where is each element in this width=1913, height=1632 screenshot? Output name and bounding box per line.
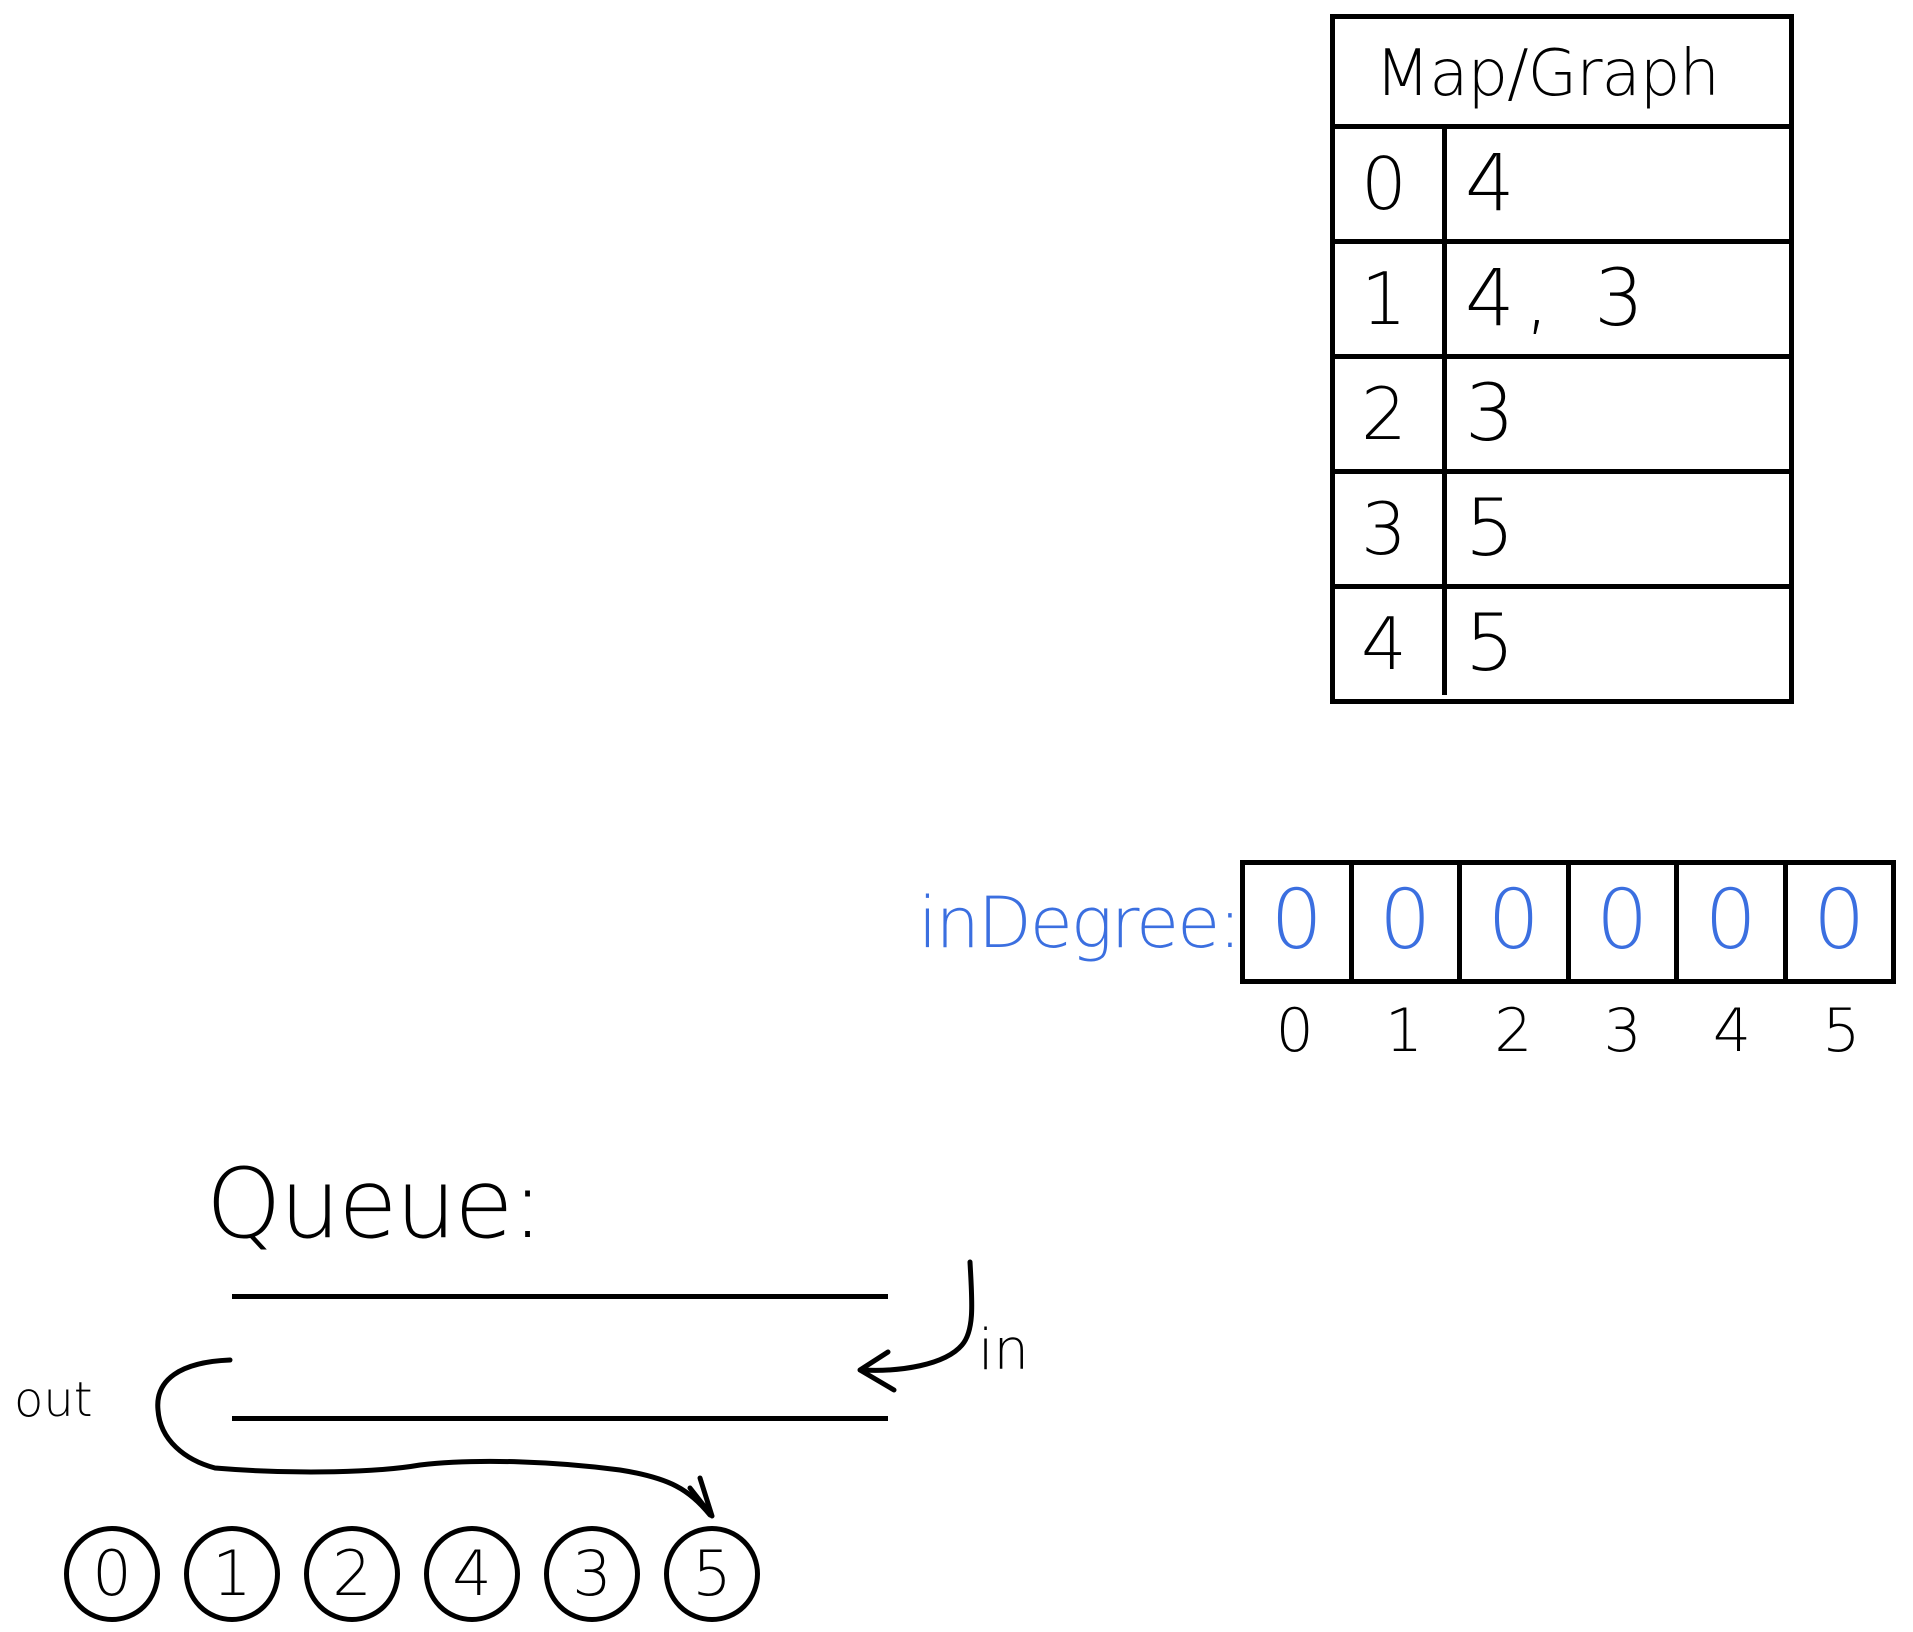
result-order: 0 1 2 4 3 5	[64, 1526, 760, 1622]
queue-top-line	[232, 1294, 888, 1299]
result-node: 0	[64, 1526, 160, 1622]
graph-row-key: 3	[1335, 474, 1447, 584]
graph-row-value: 3	[1465, 369, 1525, 459]
graph-row-value: 4	[1465, 139, 1525, 229]
queue-in-label: in	[978, 1318, 1030, 1383]
indegree-index: 1	[1384, 996, 1424, 1066]
graph-title: Map/Graph	[1335, 19, 1789, 129]
indegree-index: 2	[1494, 996, 1533, 1066]
indegree-cell: 0	[1245, 865, 1354, 979]
result-node: 5	[664, 1526, 760, 1622]
graph-row: 1 4, 3	[1335, 244, 1789, 359]
indegree-index-row: 0 1 2 3 4 5	[1240, 996, 1896, 1066]
out-arrow	[155, 1357, 713, 1518]
graph-row-value: 5	[1465, 484, 1525, 574]
in-arrow	[859, 1259, 975, 1373]
result-node: 2	[304, 1526, 400, 1622]
indegree-index: 3	[1603, 996, 1642, 1066]
graph-row: 2 3	[1335, 359, 1789, 474]
graph-table: Map/Graph 0 4 1 4, 3 2 3 3 5 4 5	[1330, 14, 1794, 704]
graph-row-key: 0	[1335, 129, 1447, 239]
indegree-index: 5	[1822, 996, 1861, 1066]
result-node: 4	[424, 1526, 520, 1622]
graph-row: 3 5	[1335, 474, 1789, 589]
indegree-index: 4	[1712, 996, 1752, 1066]
indegree-cell: 0	[1354, 865, 1462, 979]
indegree-index: 0	[1275, 996, 1314, 1066]
indegree-cell: 0	[1813, 873, 1866, 968]
in-arrowhead	[857, 1349, 897, 1393]
graph-row-key: 4	[1335, 589, 1447, 695]
queue-bottom-line	[232, 1416, 888, 1421]
indegree-array: 0 0 0 0 0 0	[1240, 860, 1896, 984]
graph-row-key: 2	[1335, 359, 1447, 469]
result-node: 3	[544, 1526, 640, 1622]
queue-out-label: out	[14, 1372, 93, 1428]
graph-row: 0 4	[1335, 129, 1789, 244]
queue-label: Queue:	[206, 1148, 544, 1260]
indegree-cell: 0	[1679, 865, 1788, 979]
graph-row-value: 5	[1465, 599, 1525, 689]
indegree-label: inDegree:	[918, 882, 1242, 964]
graph-row-value: 4, 3	[1465, 254, 1654, 344]
graph-row-key: 1	[1335, 244, 1447, 354]
out-arrowhead	[687, 1475, 715, 1519]
indegree-cell: 0	[1462, 865, 1571, 979]
indegree-cell: 0	[1571, 865, 1679, 979]
result-node: 1	[184, 1526, 280, 1622]
graph-row: 4 5	[1335, 589, 1789, 695]
